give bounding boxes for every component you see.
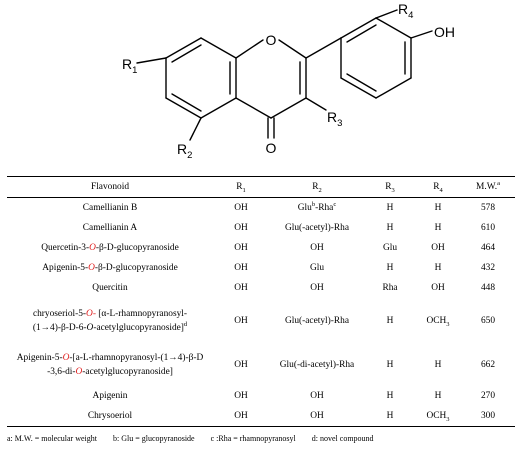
- cell-r2: Glu(-acetyl)-Rha: [284, 316, 350, 326]
- footnote-a: a: M.W. = molecular weight: [7, 434, 97, 443]
- cell-r3: Glu: [382, 243, 398, 253]
- footnote-b: b: Glu = glucopyranoside: [112, 434, 195, 443]
- table-row: Apigenin-5-O-[a-L-rhamnopyranosyl-(1→4)-…: [7, 344, 515, 386]
- header-r4: R4: [415, 176, 461, 198]
- cell-r4: OH: [431, 283, 445, 293]
- table-row: Apigenin OH OH H H 270: [7, 386, 515, 406]
- table-row: Apigenin-5-O-β-D-glucopyranoside OH Glu …: [7, 258, 515, 278]
- cell-mw: 448: [480, 283, 496, 293]
- cell-r2: Glu: [309, 263, 325, 273]
- cell-r4: H: [434, 360, 442, 370]
- cell-r1: OH: [234, 391, 248, 401]
- cell-mw: 300: [461, 406, 515, 427]
- cell-name: chryoseriol-5-O- [α-L-rhamnopyranosyl- (…: [32, 309, 188, 333]
- cell-r4: OCH3: [415, 406, 461, 427]
- header-r3: R3: [365, 176, 415, 198]
- table-row: Camellianin B OH Glub-Rhac H H 578: [7, 198, 515, 219]
- cell-r1: OH: [234, 203, 248, 213]
- header-mw: M.W.a: [461, 176, 515, 198]
- cell-mw: 578: [480, 203, 496, 213]
- cell-r1: OH: [234, 263, 248, 273]
- cell-r3: H: [386, 360, 394, 370]
- cell-r2: OH: [310, 243, 324, 253]
- cell-name: Quercetin-3-O-β-D-glucopyranoside: [41, 243, 179, 253]
- cell-r4: OH: [431, 243, 445, 253]
- cell-name: Apigenin: [92, 391, 128, 401]
- cell-r4: H: [434, 203, 442, 213]
- cell-r4: H: [434, 223, 442, 233]
- flavonoid-table: Flavonoid R1 R2 R3 R4 M.W.a Camellianin …: [7, 176, 515, 427]
- cell-r2: OH: [310, 391, 324, 401]
- cell-r1: OH: [234, 223, 248, 233]
- cell-mw: 464: [480, 243, 496, 253]
- cell-r2: Glu(-di-acetyl)-Rha: [279, 360, 355, 370]
- cell-mw: 270: [480, 391, 496, 401]
- header-flavonoid: Flavonoid: [7, 176, 213, 198]
- cell-mw: 650: [480, 316, 496, 326]
- flavonoid-structure-diagram: O O R1 R2 R3 R4 OH: [122, 1, 455, 161]
- cell-name: Apigenin-5-O-[a-L-rhamnopyranosyl-(1→4)-…: [16, 353, 204, 377]
- cell-r3: H: [386, 263, 394, 273]
- header-r2: R2: [269, 176, 365, 198]
- header-r1: R1: [213, 176, 269, 198]
- footnote-c: c :Rha = rhamnopyranosyl: [210, 434, 296, 443]
- cell-r1: OH: [234, 283, 248, 293]
- cell-r4: H: [434, 263, 442, 273]
- cell-r3: H: [365, 406, 415, 427]
- cell-r1: OH: [213, 406, 269, 427]
- label-carbonyl-oxygen: O: [266, 140, 277, 156]
- label-hydroxyl: OH: [434, 24, 455, 40]
- cell-name: Camellianin A: [82, 223, 138, 233]
- cell-r3: H: [386, 203, 394, 213]
- cell-r4: OCH3: [426, 316, 450, 328]
- cell-r3: H: [386, 316, 394, 326]
- label-r4: R4: [398, 1, 413, 21]
- cell-mw: 662: [480, 360, 496, 370]
- table-row: Camellianin A OH Glu(-acetyl)-Rha H H 61…: [7, 218, 515, 238]
- label-r2: R2: [177, 141, 192, 161]
- structure-bonds: [136, 9, 433, 141]
- cell-r4: H: [434, 391, 442, 401]
- cell-name: Chrysoeriol: [7, 406, 213, 427]
- cell-name: Apigenin-5-O-β-D-glucopyranoside: [42, 263, 178, 273]
- cell-r1: OH: [234, 243, 248, 253]
- label-r1: R1: [122, 56, 137, 76]
- cell-name: Quercitin: [92, 283, 128, 293]
- cell-r3: H: [386, 391, 394, 401]
- table-row: Quercetin-3-O-β-D-glucopyranoside OH OH …: [7, 238, 515, 258]
- cell-name: Camellianin B: [82, 203, 138, 213]
- table-footnotes: a: M.W. = molecular weight b: Glu = gluc…: [7, 434, 517, 443]
- cell-r1: OH: [234, 316, 248, 326]
- label-ring-oxygen: O: [266, 32, 277, 48]
- footnote-d: d: novel compound: [311, 434, 374, 443]
- label-r3: R3: [327, 109, 342, 129]
- cell-r3: H: [386, 223, 394, 233]
- table-header-row: Flavonoid R1 R2 R3 R4 M.W.a: [7, 176, 515, 198]
- table-row: Quercitin OH OH Rha OH 448: [7, 278, 515, 298]
- cell-r1: OH: [234, 360, 248, 370]
- table-row: chryoseriol-5-O- [α-L-rhamnopyranosyl- (…: [7, 298, 515, 344]
- cell-r2: OH: [310, 283, 324, 293]
- cell-r2: Glub-Rhac: [297, 200, 337, 213]
- table-row: Chrysoeriol OH OH H OCH3 300: [7, 406, 515, 427]
- cell-r2: OH: [269, 406, 365, 427]
- cell-r2: Glu(-acetyl)-Rha: [284, 223, 350, 233]
- cell-mw: 432: [480, 263, 496, 273]
- cell-r3: Rha: [382, 283, 398, 293]
- cell-mw: 610: [480, 223, 496, 233]
